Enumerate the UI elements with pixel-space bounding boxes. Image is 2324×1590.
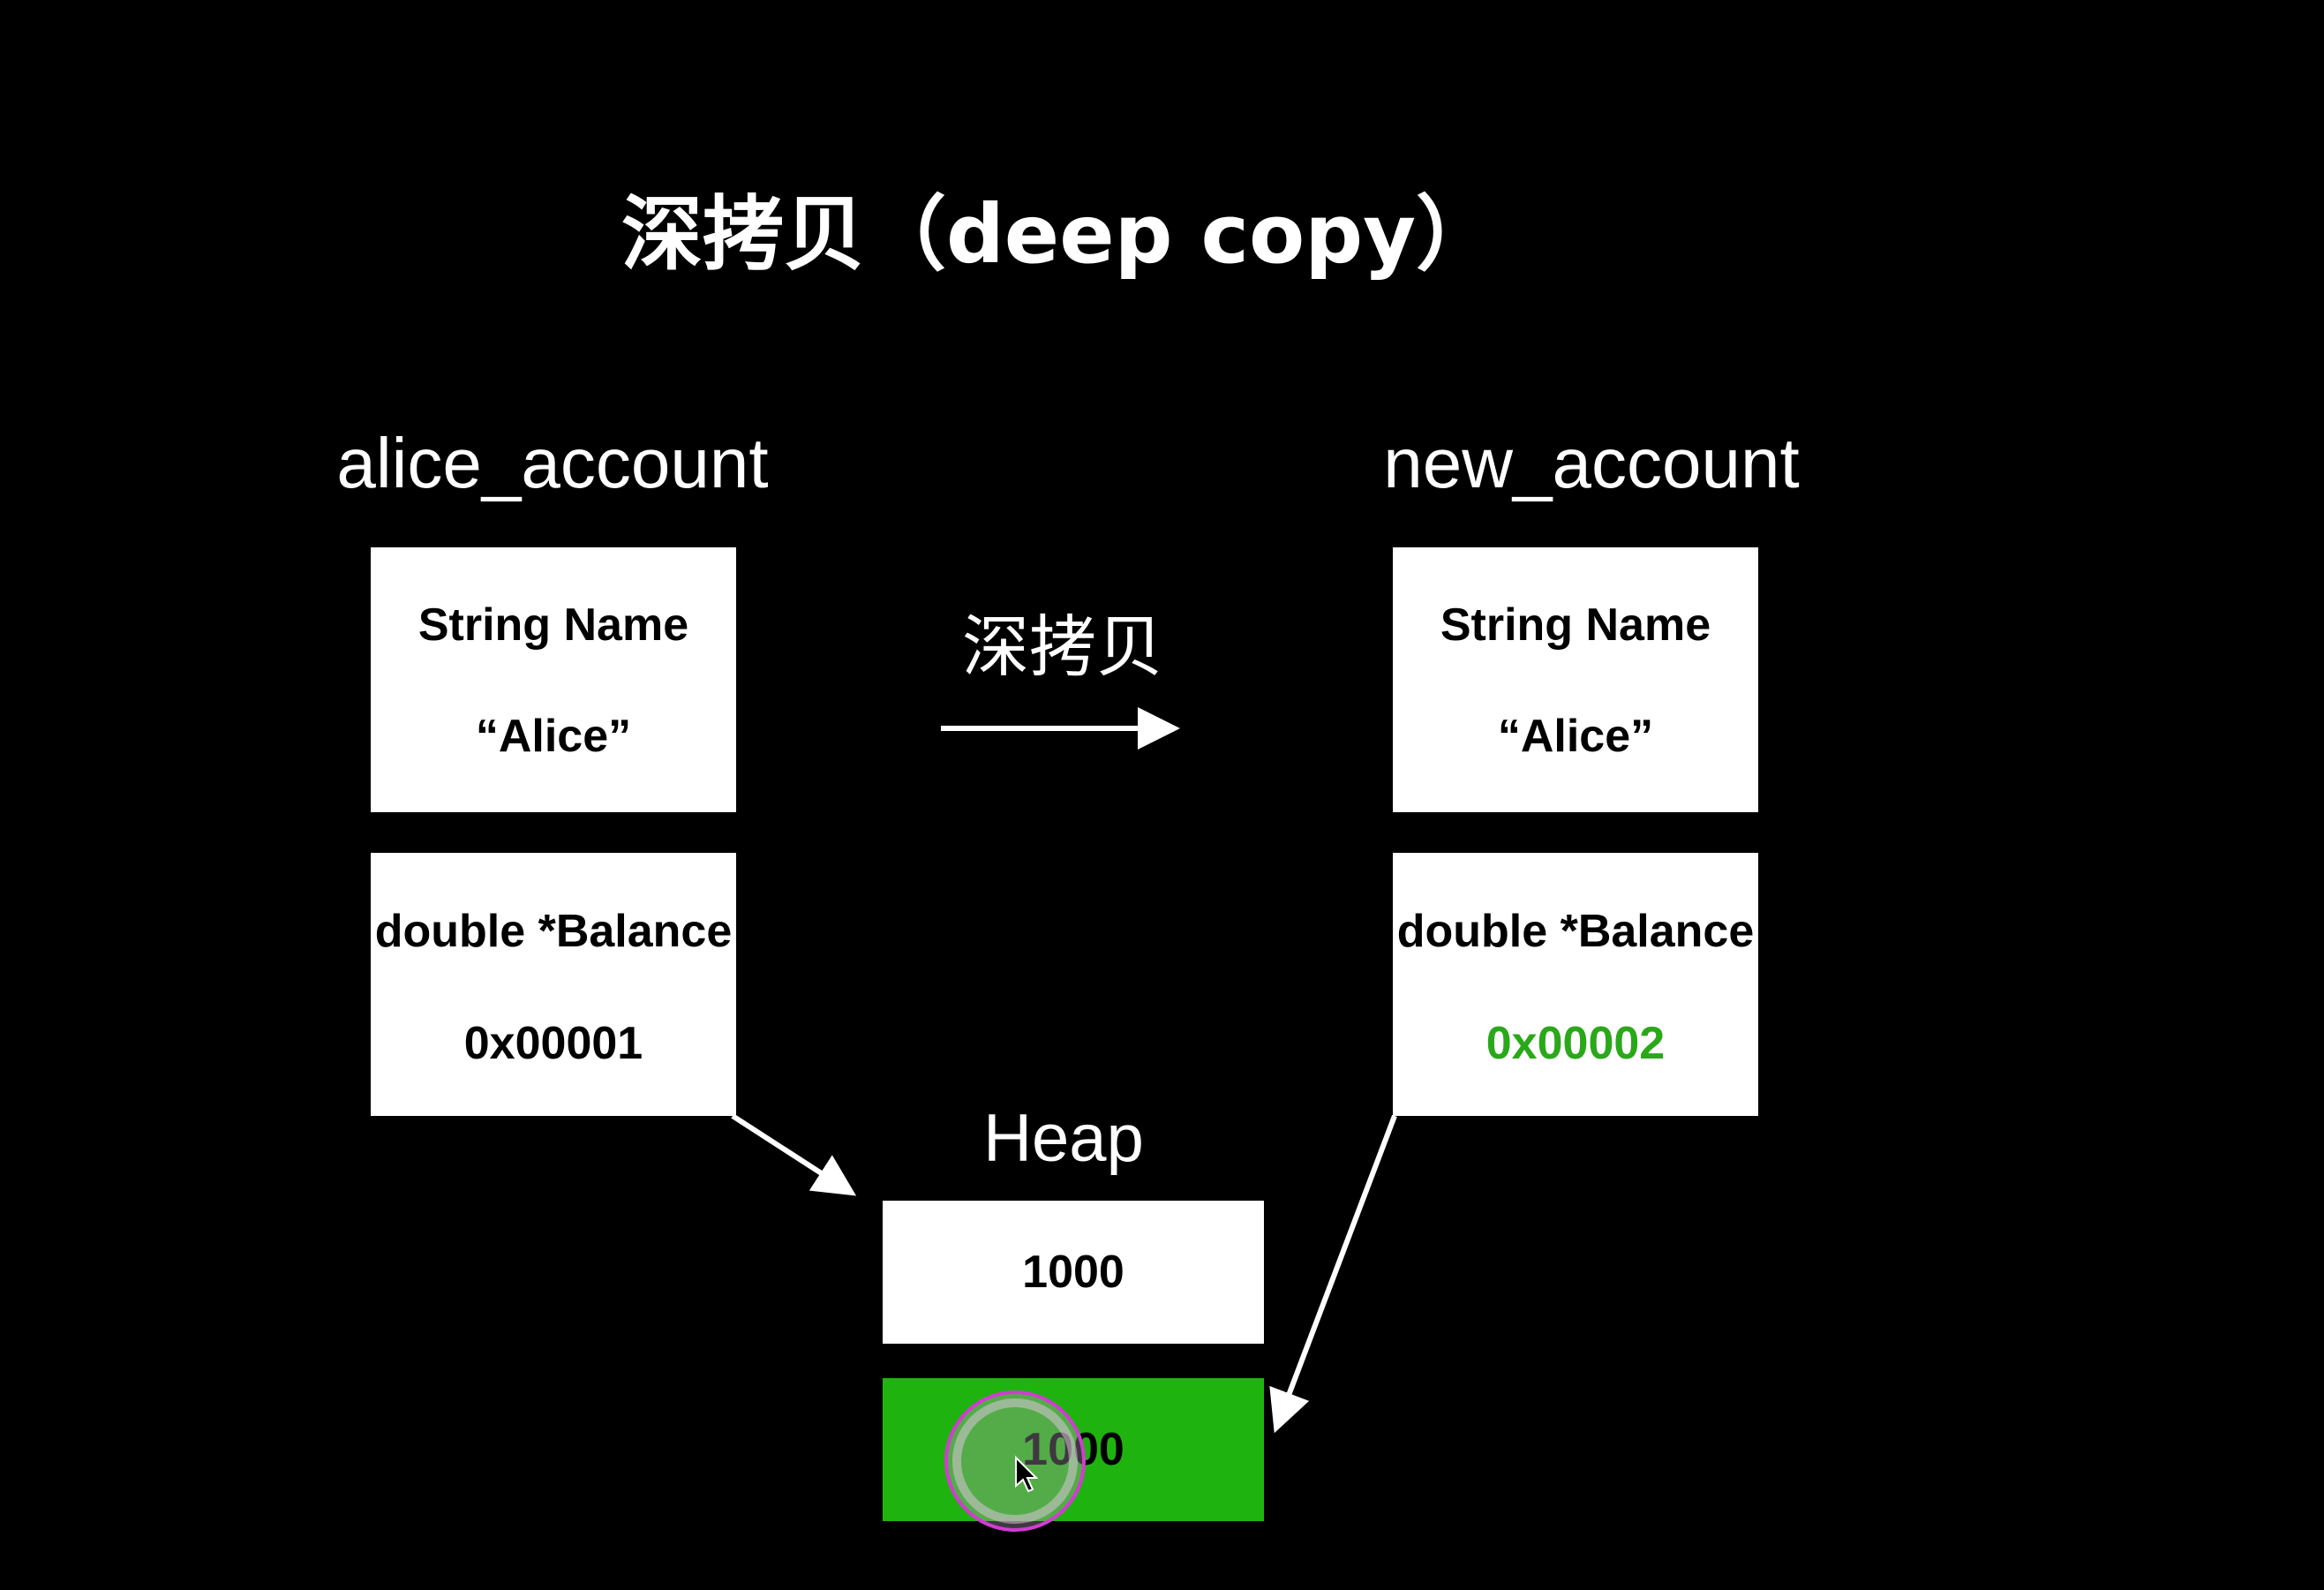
new-balance-box: double *Balance 0x00002 [1393, 853, 1758, 1116]
alice-balance-value: 0x00001 [463, 1018, 643, 1069]
heap-label: Heap [983, 1101, 1144, 1176]
new-balance-field: double *Balance [1396, 906, 1755, 957]
alice-balance-box: double *Balance 0x00001 [371, 853, 736, 1116]
alice-account-label: alice_account [336, 424, 769, 502]
alice-pointer-arrow [731, 1113, 857, 1196]
new-account-label: new_account [1383, 424, 1800, 502]
heap-cell-copy: 1000 [883, 1378, 1264, 1521]
new-balance-value: 0x00002 [1485, 1018, 1666, 1069]
slide-title: 深拷贝（deep copy） [620, 187, 1498, 282]
new-name-field: String Name [1440, 599, 1711, 651]
alice-name-box: String Name “Alice” [371, 547, 736, 812]
alice-name-field: String Name [417, 599, 689, 651]
heap-cell-original: 1000 [883, 1201, 1264, 1344]
new-name-box: String Name “Alice” [1393, 547, 1758, 812]
deep-copy-label: 深拷贝 [962, 607, 1163, 686]
new-pointer-arrow [1269, 1114, 1397, 1434]
new-name-value: “Alice” [1497, 711, 1654, 762]
alice-balance-field: double *Balance [374, 906, 733, 957]
alice-name-value: “Alice” [475, 711, 632, 762]
